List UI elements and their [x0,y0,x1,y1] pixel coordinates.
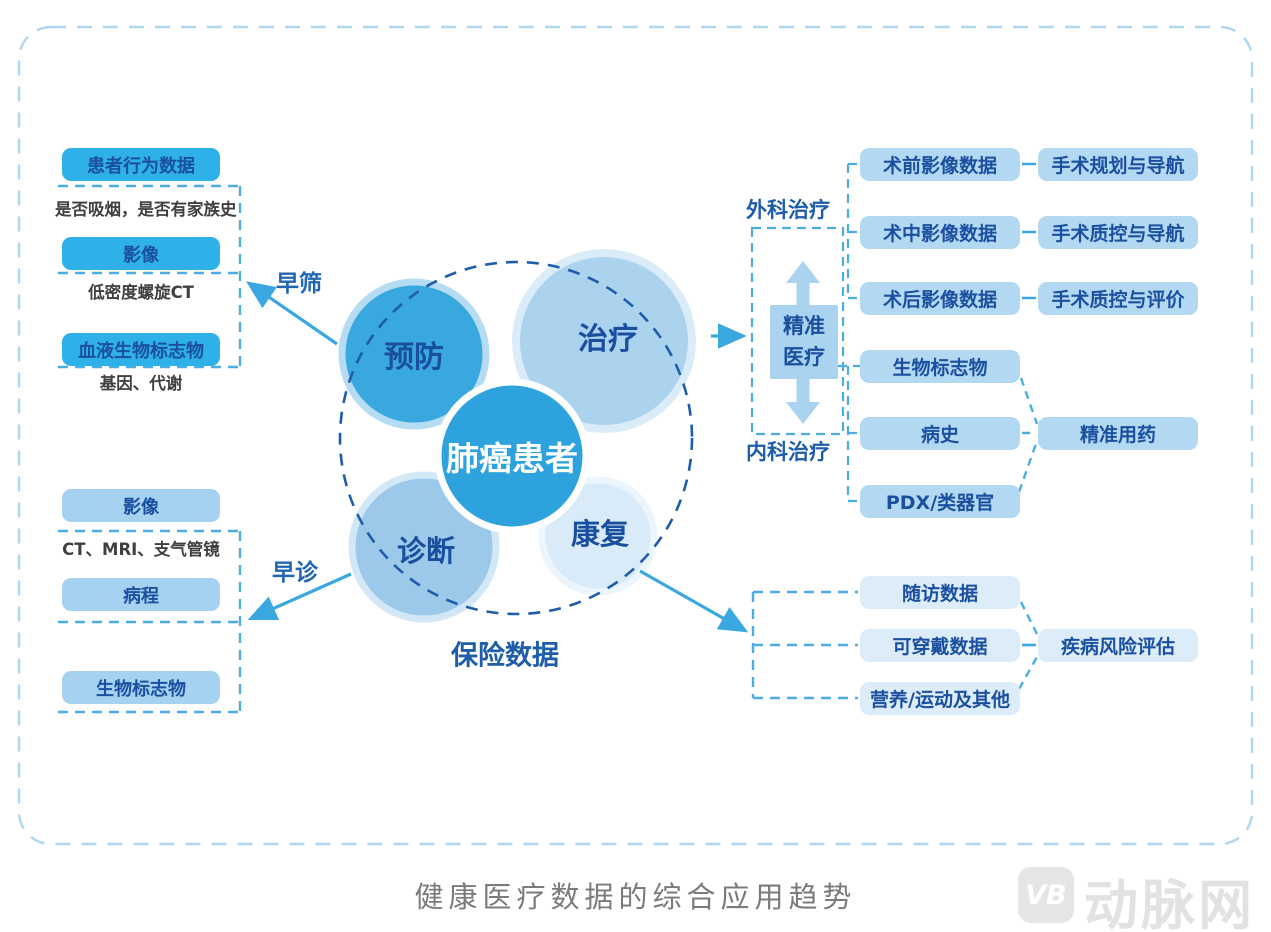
precision-dashed-box [750,226,845,436]
vb-logo-text: VB [1025,879,1067,911]
pill-surgery-qc-eval: 手术质控与评价 [1038,282,1198,315]
core-patient-label: 肺癌患者 [446,439,578,478]
pill-presurgery-imaging: 术前影像数据 [860,148,1020,181]
pill-nutrition-exercise: 营养/运动及其他 [860,682,1020,715]
precision-medicine-text: 精准医疗 [783,313,825,370]
surgical-treatment-label: 外科治疗 [746,198,830,222]
diagnosis-label: 诊断 [396,534,456,568]
rehab-to-followup-arrow [639,569,749,633]
pill-surgery-qc-nav: 手术质控与导航 [1038,216,1198,249]
precision-medicine-box: 精准医疗 [770,305,838,379]
pill-biomarkers-right: 生物标志物 [860,350,1020,383]
left-bottom-bracket [58,529,242,714]
prevention-label: 预防 [384,340,444,375]
pill-disease-risk-assessment: 疾病风险评估 [1038,629,1198,662]
vb-logo-icon: VB [1018,867,1074,923]
pill-wearable-data: 可穿戴数据 [860,629,1020,662]
rehabilitation-label: 康复 [570,517,630,551]
early-screening-label: 早筛 [276,271,322,297]
precision-up-arrow [786,261,820,307]
surgical-connector [846,162,860,300]
low-dose-ct-note: 低密度螺旋CT [88,283,194,302]
followup-bracket [751,590,858,700]
pill-pdx-organoid: PDX/类器官 [860,485,1020,518]
pill-intraop-imaging: 术中影像数据 [860,216,1020,249]
gene-metabolism-note: 基因、代谢 [99,374,183,393]
surgery-outcome-links [1022,162,1036,300]
early-screening-arrow [246,281,338,346]
outer-dashed-border [17,25,1254,846]
treatment-label: 治疗 [578,322,638,357]
pill-biomarkers-left: 生物标志物 [62,671,220,704]
precision-down-arrow [786,378,820,424]
pill-followup-data: 随访数据 [860,576,1020,609]
pill-postsurgery-imaging: 术后影像数据 [860,282,1020,315]
pill-imaging-screening: 影像 [62,237,220,270]
ct-mri-bronchoscope-note: CT、MRI、支气管镜 [62,540,220,559]
risk-assessment-links-dashed [1017,601,1039,690]
early-diagnosis-arrow [247,572,352,620]
pill-imaging-diagnosis: 影像 [62,489,220,522]
early-diagnosis-label: 早诊 [272,560,318,586]
insurance-dashed-circle [338,260,694,616]
brand-watermark: 动脉网 [1084,874,1255,932]
diagram-title: 健康医疗数据的综合应用趋势 [414,880,857,914]
treatment-circle [512,249,696,433]
medical-connector [838,364,860,503]
rehabilitation-circle [538,476,658,596]
pill-blood-biomarkers: 血液生物标志物 [62,333,220,366]
precision-medication-links [1017,377,1039,493]
medical-treatment-label: 内科治疗 [746,440,830,464]
core-patient-circle [434,378,590,534]
pill-medical-history: 病史 [860,417,1020,450]
left-top-bracket [58,184,242,369]
prevention-circle [338,278,490,430]
insurance-data-label: 保险数据 [451,640,559,672]
smoking-family-history-note: 是否吸烟，是否有家族史 [55,200,237,219]
pill-surgery-planning-nav: 手术规划与导航 [1038,148,1198,181]
pill-precision-medication: 精准用药 [1038,417,1198,450]
pill-patient-behavior-data: 患者行为数据 [62,148,220,181]
pill-disease-course: 病程 [62,578,220,611]
